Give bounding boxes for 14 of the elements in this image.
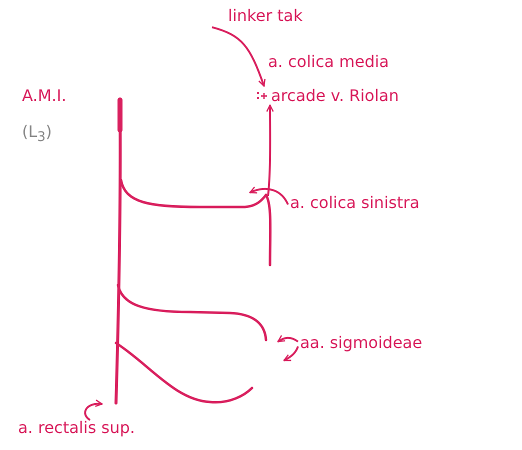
arrow (266, 104, 274, 196)
leader-arrow (249, 186, 289, 205)
artery-label: a. colica sinistra (290, 193, 420, 212)
artery-label: aa. sigmoideae (300, 333, 422, 352)
leader-arrow (84, 400, 103, 421)
leader-arrow (277, 334, 299, 342)
artery-label: A.M.I. (22, 86, 66, 106)
artery-label: a. colica media (268, 52, 389, 72)
artery-label: a. rectalis sup. (18, 418, 135, 438)
artery-label: arcade v. Riolan (271, 86, 399, 106)
leader-arrow (283, 346, 299, 362)
artery-label: (L$_{3}$) (22, 122, 52, 146)
artery-label: linker tak (228, 6, 303, 26)
arrow (212, 26, 266, 87)
